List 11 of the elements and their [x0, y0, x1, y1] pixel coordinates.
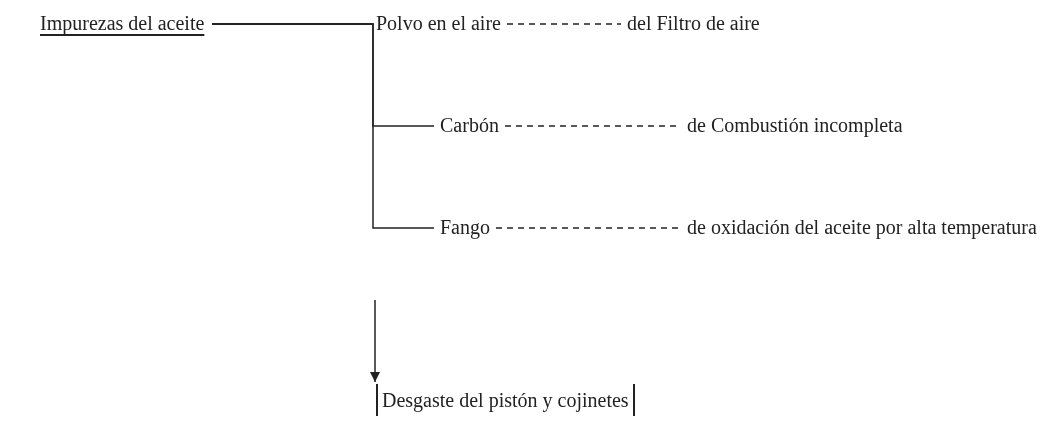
- arrow: [369, 299, 381, 383]
- heading-text: Impurezas del aceite: [40, 4, 205, 42]
- cause-label: Fango: [440, 208, 490, 246]
- bracket-connector: [211, 23, 435, 229]
- result-box: Desgaste del pistón y cojinetes: [376, 384, 635, 416]
- cause-label: Carbón: [440, 106, 499, 144]
- source-label: de Combustión incompleta: [687, 106, 903, 144]
- cause-label: Polvo en el aire: [376, 4, 501, 42]
- dashed-connector: [506, 23, 622, 25]
- source-label: del Filtro de aire: [627, 4, 760, 42]
- source-label: de oxidación del aceite por alta temperatura: [687, 208, 1037, 246]
